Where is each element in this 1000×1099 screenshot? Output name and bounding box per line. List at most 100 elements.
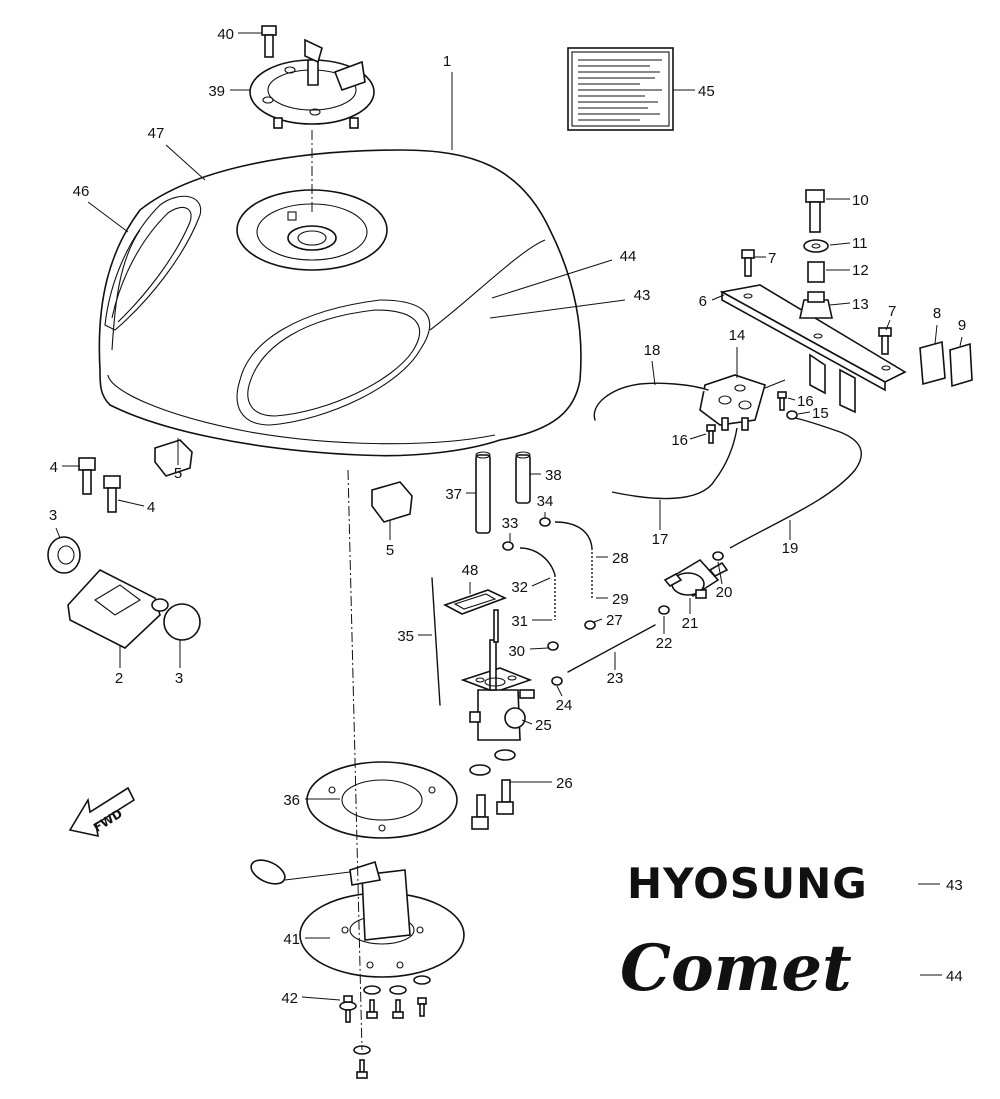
callout-label-3a: 3 (49, 507, 57, 524)
callout-label-8: 8 (933, 305, 941, 322)
callout-label-5a: 5 (174, 465, 182, 482)
callout-leader-20 (717, 561, 723, 585)
rubber-damper-5b (371, 481, 413, 523)
hose-32 (519, 547, 556, 576)
callout-label-13: 13 (852, 296, 869, 313)
callout-leader-16b (689, 433, 707, 440)
callout-leader-44 (491, 259, 613, 299)
bolt-40 (261, 25, 277, 58)
bolt-26b (496, 779, 514, 815)
callout-label-36: 36 (283, 792, 300, 809)
fuel-cap (249, 38, 375, 129)
washer-11 (803, 239, 829, 253)
callout-leader-32 (531, 577, 551, 587)
bolt-7a (741, 249, 755, 277)
hose-18 (593, 382, 709, 421)
pad-8 (919, 340, 946, 386)
callout-leader-9 (959, 336, 963, 347)
callout-leader-25 (521, 719, 533, 725)
clip-34 (539, 517, 551, 527)
callout-label-24: 24 (556, 697, 573, 714)
callout-leader-24 (556, 685, 563, 697)
callout-leader-6 (711, 294, 725, 301)
callout-label-29: 29 (612, 591, 629, 608)
rubber-damper-5a (154, 439, 193, 477)
comet-emblem-text: Comet (620, 931, 852, 1006)
callout-label-38: 38 (545, 467, 562, 484)
collar-12 (807, 261, 825, 283)
callout-label-21: 21 (682, 615, 699, 632)
callout-label-25: 25 (535, 717, 552, 734)
callout-label-37: 37 (445, 486, 462, 503)
comet-emblem-ref: 44 (946, 968, 963, 985)
callout-leader-4b (117, 499, 145, 507)
fuel-tank (98, 149, 582, 457)
callout-label-28: 28 (612, 550, 629, 567)
callout-label-19: 19 (782, 540, 799, 557)
screw-16b (706, 424, 716, 444)
emblem-comet: Comet 44 (620, 931, 963, 1006)
clip-30 (547, 641, 559, 651)
callout-label-27: 27 (606, 612, 623, 629)
clip-22 (658, 605, 670, 615)
callout-leader-42 (301, 996, 341, 1001)
bolt-4a (78, 457, 96, 495)
cushion-13 (799, 291, 833, 319)
bolt-10 (805, 189, 825, 233)
callout-label-16a: 16 (797, 393, 814, 410)
callout-label-48: 48 (462, 562, 479, 579)
callout-label-7a: 7 (768, 250, 776, 267)
callout-label-9: 9 (958, 317, 966, 334)
fuel-pump (699, 374, 786, 431)
callout-label-17: 17 (652, 531, 669, 548)
washer-26a (469, 764, 491, 776)
callout-label-46: 46 (73, 183, 90, 200)
fuel-filter (663, 558, 729, 599)
callout-label-14: 14 (729, 327, 746, 344)
callout-label-42: 42 (281, 990, 298, 1007)
callout-label-44: 44 (620, 248, 637, 265)
callout-label-15: 15 (812, 405, 829, 422)
rubber-cushion-3a (47, 536, 81, 574)
pad-9 (949, 342, 973, 388)
callout-label-33: 33 (502, 515, 519, 532)
hose-17 (611, 427, 738, 500)
bolt-7b (878, 327, 892, 355)
bolt-4b (103, 475, 121, 513)
callout-leader-11 (829, 242, 851, 246)
pipe-37 (475, 451, 491, 534)
callout-label-20: 20 (716, 584, 733, 601)
callout-label-23: 23 (607, 670, 624, 687)
callout-label-10: 10 (852, 192, 869, 209)
callout-label-2: 2 (115, 670, 123, 687)
callout-leader-7b (885, 319, 891, 331)
callout-leader-3a (55, 527, 61, 539)
hyosung-emblem-text: HYOSUNG (627, 859, 868, 908)
callout-label-39: 39 (208, 83, 225, 100)
callout-leader-27 (593, 618, 603, 623)
callout-label-47: 47 (148, 125, 165, 142)
callout-label-7b: 7 (888, 303, 896, 320)
callout-label-43: 43 (634, 287, 651, 304)
callout-label-22: 22 (656, 635, 673, 652)
callout-label-26: 26 (556, 775, 573, 792)
clip-27 (584, 620, 596, 630)
callout-leader-16a (787, 397, 796, 401)
fwd-arrow: FWD (68, 786, 136, 838)
clip-24 (551, 676, 563, 686)
callout-label-30: 30 (508, 643, 525, 660)
hose-23 (567, 624, 656, 673)
drain-hose-35 (431, 577, 441, 706)
callout-label-6: 6 (699, 293, 707, 310)
hose-28 (554, 521, 593, 549)
bolts-42 (339, 975, 431, 1079)
callout-label-16b: 16 (671, 432, 688, 449)
clip-15 (786, 410, 798, 420)
gasket-36 (306, 761, 458, 839)
hose-19 (729, 417, 862, 549)
clip-20 (712, 551, 724, 561)
clip-33 (502, 541, 514, 551)
callout-label-32: 32 (511, 579, 528, 596)
